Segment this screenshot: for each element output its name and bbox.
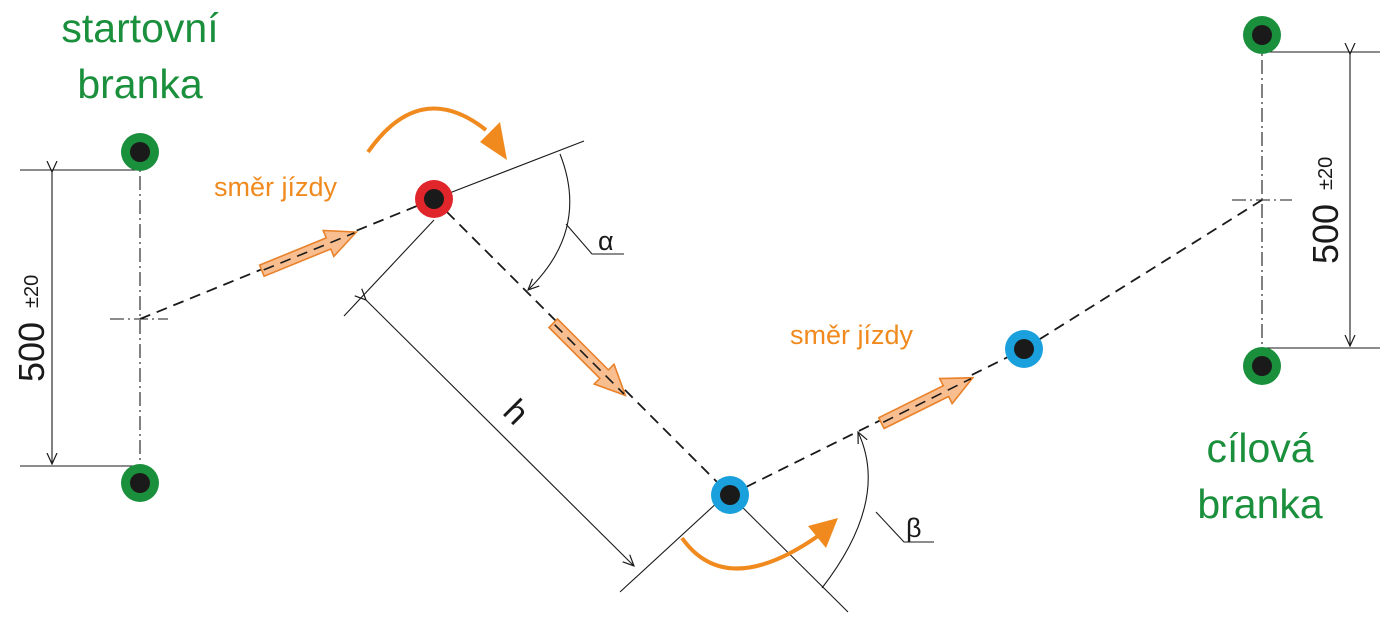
start-gate-pole-top [121, 133, 159, 171]
direction-label-1: směr jízdy [214, 172, 338, 202]
finish-gate-pole-top [1243, 16, 1281, 54]
turn-arrow-bottom [680, 518, 838, 571]
geometry-lines [343, 140, 934, 613]
h-label: h [496, 392, 536, 432]
turn-pole-red [415, 180, 453, 218]
finish-gate-dimension [1232, 36, 1380, 366]
finish-gate-label-line1: cílová [1206, 425, 1313, 471]
course-path [139, 198, 1263, 496]
path-segment-3 [729, 348, 1025, 496]
start-gate-dimension [20, 152, 168, 482]
finish-gate-width-value: 500 [1305, 204, 1346, 264]
start-gate-pole-bottom [121, 464, 159, 502]
direction-arrow-1 [258, 229, 359, 278]
turn-pole-blue-1 [711, 476, 749, 514]
finish-gate-width-label: 500 ±20 [1305, 157, 1346, 264]
beta-arc [821, 432, 869, 589]
turn-arrow-top [366, 106, 507, 160]
finish-gate-pole-bottom [1243, 347, 1281, 385]
direction-label-2: směr jízdy [790, 320, 914, 350]
direction-arrow-3 [877, 376, 975, 430]
finish-gate-label-line2: branka [1197, 481, 1323, 527]
start-gate-width-label: 500 ±20 [11, 275, 52, 382]
turn-pole-blue-2 [1005, 330, 1043, 368]
path-segment-4 [1023, 199, 1263, 350]
start-gate-width-value: 500 [11, 322, 52, 382]
h-dimension-line [366, 300, 634, 566]
beta-leader [875, 511, 934, 543]
start-gate-label-line2: branka [77, 61, 203, 107]
alpha-leader [565, 223, 624, 255]
beta-label: β [906, 513, 922, 543]
start-gate-label-line1: startovní [61, 5, 219, 51]
finish-gate-width-tolerance: ±20 [1315, 157, 1337, 190]
start-gate-width-tolerance: ±20 [21, 275, 43, 308]
alpha-label: α [598, 226, 614, 256]
alpha-arc [528, 153, 571, 290]
direction-arrow-2 [547, 317, 627, 397]
path-segment-2 [433, 198, 731, 496]
